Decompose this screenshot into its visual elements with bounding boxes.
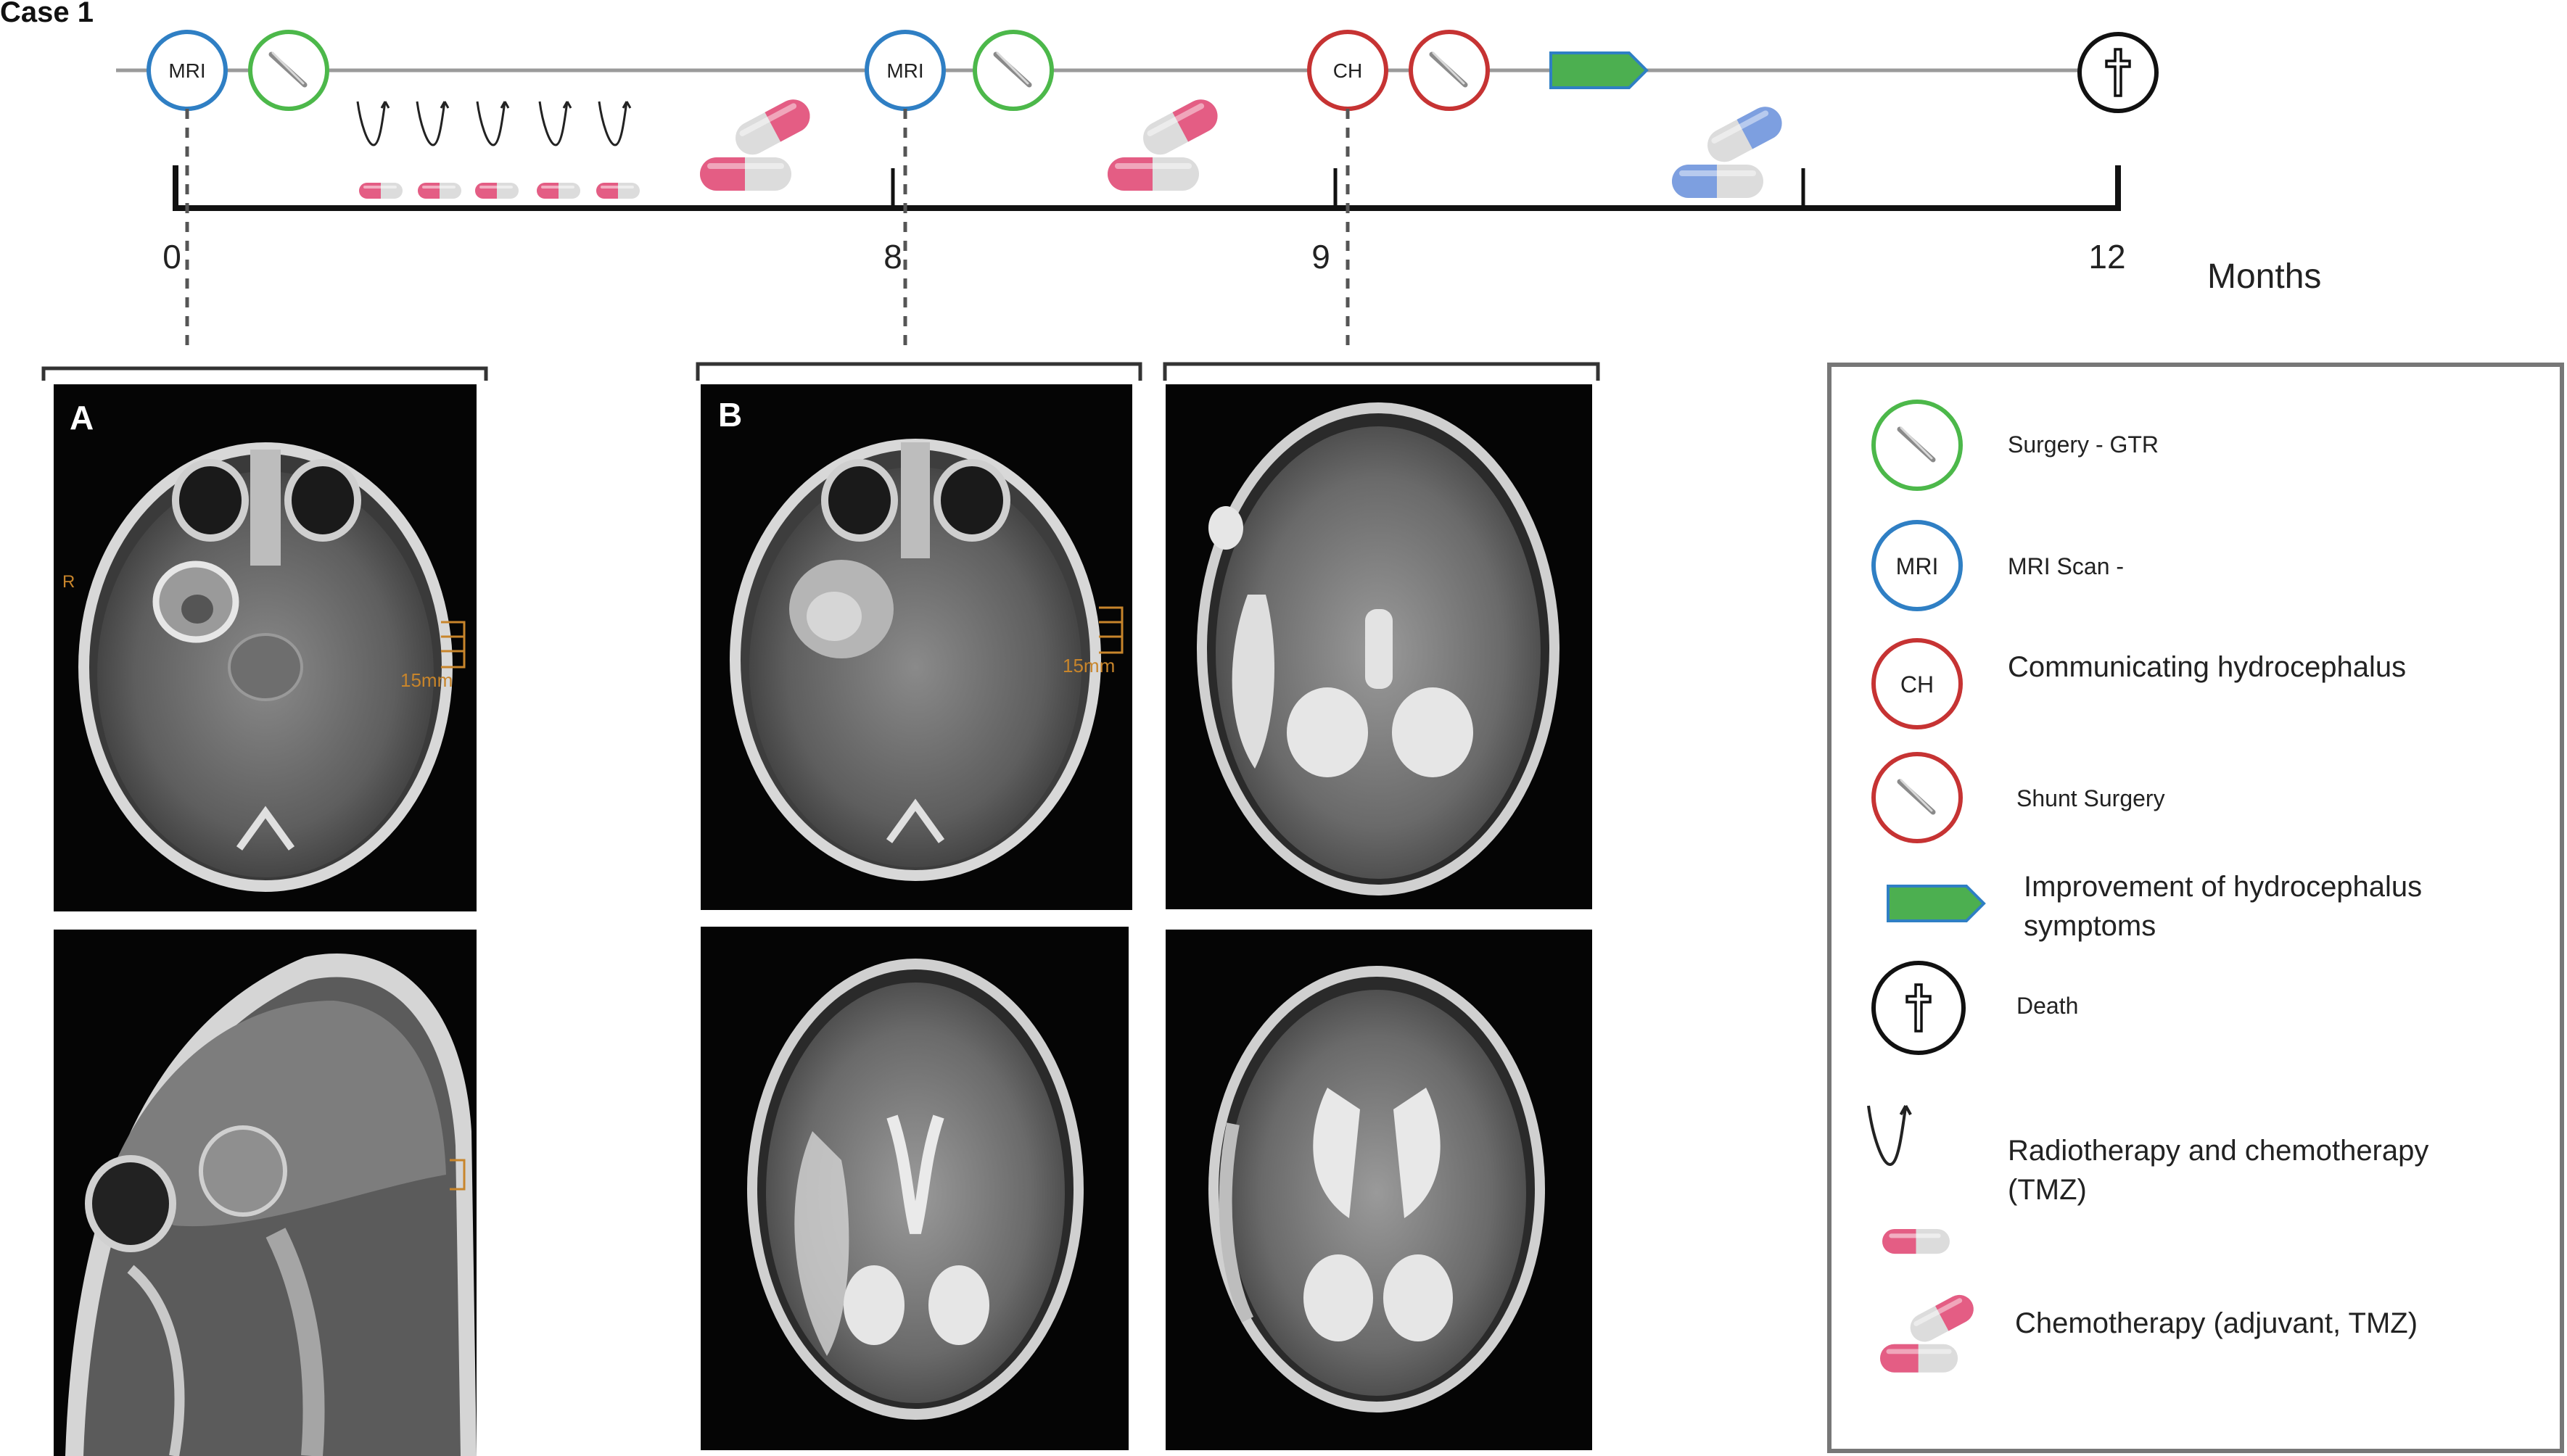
tick-label-12: 12	[2088, 238, 2125, 276]
legend-item-ch: CH Communicating hydrocephalus	[1871, 638, 2406, 729]
legend-item-adjuvant-chemo: Chemotherapy (adjuvant, TMZ)	[1880, 1289, 2418, 1373]
mri-image-a-sagittal	[54, 930, 477, 1456]
legend-label-radiotherapy-2: (TMZ)	[2008, 1174, 2087, 1206]
radiation-wave-icon	[598, 100, 632, 146]
mri-2-text: MRI	[886, 59, 923, 82]
mri-image-b-axial-t2	[701, 927, 1129, 1450]
legend-item-death: Death	[1871, 961, 2078, 1055]
legend: Surgery - GTR MRI MRI Scan - CH Communic…	[1827, 363, 2564, 1453]
legend-label-radiotherapy-1: Radiotherapy and chemotherapy	[2008, 1135, 2428, 1167]
concurrent-pills	[359, 183, 640, 199]
pill-small-icon	[418, 183, 461, 199]
legend-label-improvement-1: Improvement of hydrocephalus	[2024, 871, 2422, 903]
legend-label-ch: Communicating hydrocephalus	[2008, 651, 2406, 683]
mri-icon: MRI	[1896, 553, 1939, 579]
event-mri-1: MRI	[147, 30, 228, 111]
radiation-wave-icon	[476, 100, 510, 146]
legend-item-shunt-surgery: Shunt Surgery	[1871, 752, 2165, 843]
mri-image-b-axial: 15mm B	[701, 384, 1132, 910]
tick-label-0: 0	[162, 238, 181, 276]
event-shunt-surgery	[1409, 30, 1490, 111]
legend-item-radiotherapy: Radiotherapy and chemotherapy (TMZ)	[1868, 1106, 2428, 1206]
pill-small-icon	[537, 183, 580, 199]
panel-brackets	[41, 362, 1600, 381]
radiation-waves	[356, 100, 632, 146]
ch-icon: CH	[1900, 671, 1934, 698]
pill-small-icon	[596, 183, 640, 199]
adjuvant-pills-blue-icon	[1672, 101, 1788, 198]
axis-unit-label: Months	[2207, 257, 2321, 296]
legend-item-mri: MRI MRI Scan -	[1871, 520, 2124, 611]
legend-label-mri: MRI Scan -	[2008, 553, 2124, 579]
panel-label-a: A	[70, 399, 94, 437]
legend-item-improvement: Improvement of hydrocephalus symptoms	[1887, 871, 2422, 942]
side-marker: R	[62, 572, 75, 592]
tick-label-9: 9	[1311, 238, 1330, 276]
ch-text: CH	[1333, 59, 1362, 82]
adjuvant-pills-icon	[700, 94, 816, 191]
improvement-arrow-icon	[1549, 51, 1648, 89]
event-surgery-gtr-1	[248, 30, 329, 111]
event-mri-2: MRI	[865, 30, 946, 111]
time-axis	[173, 165, 2121, 211]
case-title: Case 1	[0, 0, 94, 28]
mri-image-c-axial-t2-lower	[1166, 930, 1592, 1450]
scale-label-a: 15mm	[400, 669, 453, 691]
legend-label-shunt-surgery: Shunt Surgery	[2016, 785, 2165, 811]
legend-label-surgery-gtr: Surgery - GTR	[2008, 431, 2159, 458]
pill-small-icon	[475, 183, 519, 199]
event-death	[2077, 32, 2159, 113]
legend-label-improvement-2: symptoms	[2024, 910, 2156, 942]
adjuvant-pills-icon	[1108, 94, 1224, 191]
scale-label-b: 15mm	[1063, 655, 1115, 677]
arrow-tag-icon	[1887, 885, 1985, 922]
mri-image-c-axial-t2	[1166, 384, 1592, 909]
legend-item-pill-small	[1882, 1229, 1950, 1254]
dashed-connectors	[185, 109, 1350, 352]
panel-label-b: B	[718, 396, 742, 434]
mri-1-text: MRI	[168, 59, 205, 82]
legend-label-death: Death	[2016, 993, 2078, 1019]
tick-label-8: 8	[883, 238, 902, 276]
radiation-wave-icon	[416, 100, 450, 146]
event-ch: CH	[1307, 30, 1388, 111]
radiation-wave-icon	[356, 100, 390, 146]
legend-item-surgery-gtr: Surgery - GTR	[1871, 400, 2159, 491]
event-surgery-gtr-2	[973, 30, 1054, 111]
radiation-wave-icon	[538, 100, 572, 146]
pill-small-icon	[1882, 1229, 1950, 1254]
pill-small-icon	[359, 183, 403, 199]
legend-label-adjuvant-chemo: Chemotherapy (adjuvant, TMZ)	[2015, 1307, 2418, 1339]
mri-image-a-axial: R 15mm A	[54, 384, 477, 911]
